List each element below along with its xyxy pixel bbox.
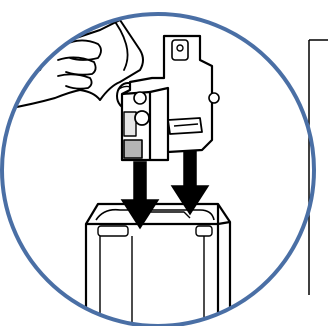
illustration-content <box>0 18 230 326</box>
receiving-unit-drawing <box>86 204 230 326</box>
